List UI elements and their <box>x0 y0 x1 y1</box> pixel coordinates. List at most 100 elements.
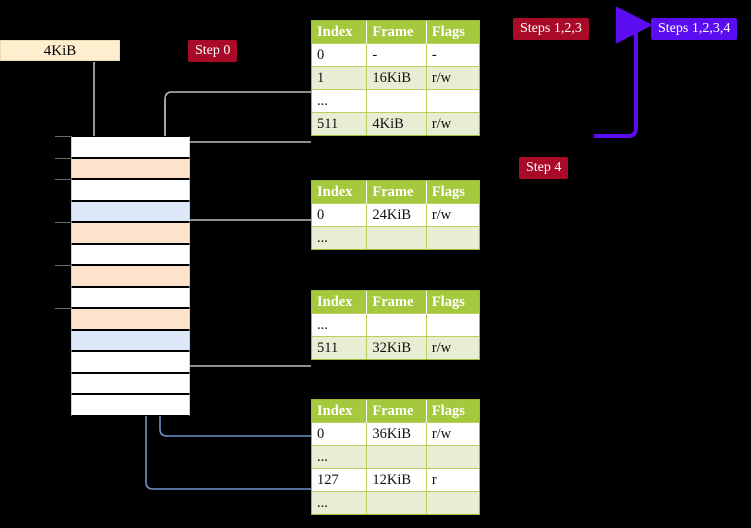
table-row: 0-- <box>312 43 479 67</box>
badge-steps-123: Steps 1,2,3 <box>513 18 589 40</box>
table-cell <box>426 89 479 113</box>
table-cell: 1 <box>312 66 368 90</box>
wire-steps-bracket <box>594 6 653 138</box>
memory-row-tick <box>55 157 71 159</box>
table-cell <box>426 313 479 337</box>
column-header-frame: Frame <box>366 181 427 204</box>
table-cell: - <box>426 43 479 67</box>
column-header-index: Index <box>312 400 368 423</box>
table-cell <box>366 445 427 469</box>
memory-row <box>71 372 190 394</box>
column-header-index: Index <box>312 181 368 204</box>
memory-row <box>71 243 190 265</box>
memory-row-tick <box>55 136 71 137</box>
badge-step4-text: Step 4 <box>526 160 562 175</box>
badge-steps-123-text: Steps 1,2,3 <box>520 21 582 36</box>
badge-steps-1234: Steps 1,2,3,4 <box>651 18 738 40</box>
table-cell <box>426 491 479 514</box>
column-header-flags: Flags <box>426 291 479 314</box>
table-cell: 127 <box>312 468 368 492</box>
table-cell: r <box>426 468 479 492</box>
memory-row-tick <box>55 308 71 309</box>
table-cell <box>366 89 427 113</box>
column-header-frame: Frame <box>366 21 427 44</box>
column-header-index: Index <box>312 291 368 314</box>
table-cell: ... <box>312 313 368 337</box>
table-cell: 12KiB <box>366 468 427 492</box>
badge-steps-1234-text: Steps 1,2,3,4 <box>658 21 731 36</box>
table-row: ... <box>312 491 479 514</box>
table-cell: - <box>366 43 427 67</box>
column-header-flags: Flags <box>426 21 479 44</box>
table-cell: r/w <box>426 422 479 446</box>
badge-step4: Step 4 <box>519 157 569 179</box>
table-cell <box>366 313 427 337</box>
size-label-text: 4KiB <box>43 43 77 59</box>
table-row: ... <box>312 89 479 113</box>
table-cell: r/w <box>426 112 479 135</box>
memory-row-tick <box>55 222 71 223</box>
table-cell: 32KiB <box>366 336 427 359</box>
table-cell: r/w <box>426 336 479 359</box>
size-label-4kib: 4KiB <box>0 40 120 61</box>
table-cell <box>426 445 479 469</box>
memory-row <box>71 286 190 308</box>
memory-row <box>71 200 190 222</box>
table-row: ... <box>312 313 479 337</box>
table-cell: ... <box>312 89 368 113</box>
table-cell: ... <box>312 226 368 249</box>
table-cell: 16KiB <box>366 66 427 90</box>
wire-l2-to-memory <box>179 316 311 367</box>
table-cell: r/w <box>426 203 479 227</box>
memory-row-tick <box>55 265 71 266</box>
table-row: ... <box>312 226 479 249</box>
memory-row <box>71 136 190 158</box>
column-header-flags: Flags <box>426 181 479 204</box>
memory-column <box>55 136 190 416</box>
badge-step0: Step 0 <box>188 40 238 62</box>
table-cell: 0 <box>312 422 368 446</box>
table-cell: 24KiB <box>366 203 427 227</box>
memory-row <box>71 329 190 351</box>
table-cell: r/w <box>426 66 479 90</box>
table-cell: ... <box>312 491 368 514</box>
memory-row <box>71 351 190 373</box>
table-row: ... <box>312 445 479 469</box>
column-header-frame: Frame <box>366 291 427 314</box>
table-cell: ... <box>312 445 368 469</box>
column-header-flags: Flags <box>426 400 479 423</box>
column-header-frame: Frame <box>366 400 427 423</box>
column-header-index: Index <box>312 21 368 44</box>
memory-row <box>71 222 190 244</box>
wire-l4-to-memory <box>164 91 312 143</box>
memory-row-tick <box>55 179 71 180</box>
table-cell: 0 <box>312 43 368 67</box>
memory-row <box>71 157 190 179</box>
wire-l3-to-memory <box>179 219 311 249</box>
memory-row <box>71 394 190 416</box>
memory-row <box>71 308 190 330</box>
table-cell: 4KiB <box>366 112 427 135</box>
badge-step0-text: Step 0 <box>195 43 231 58</box>
table-cell <box>366 226 427 249</box>
table-cell: 36KiB <box>366 422 427 446</box>
table-cell <box>426 226 479 249</box>
table-cell: 511 <box>312 112 368 135</box>
table-cell: 0 <box>312 203 368 227</box>
table-cell: 511 <box>312 336 368 359</box>
